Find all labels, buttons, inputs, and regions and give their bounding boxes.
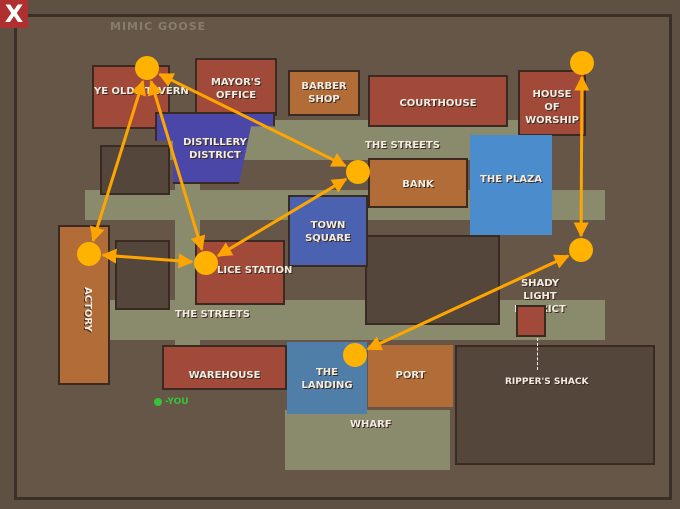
- location-label: COURTHOUSE: [399, 98, 477, 109]
- location-label: THE PLAZA: [480, 174, 542, 185]
- route-arrow: [216, 177, 348, 258]
- location-the-plaza[interactable]: THE PLAZA: [470, 135, 552, 235]
- location-courthouse[interactable]: COURTHOUSE: [368, 75, 508, 127]
- building: [455, 345, 655, 465]
- location-the-streets-top[interactable]: THE STREETS: [365, 140, 440, 151]
- location-label: HOUSE OF WORSHIP: [525, 89, 579, 126]
- waypoint-marker[interactable]: [135, 56, 159, 80]
- location-the-streets-bottom[interactable]: THE STREETS: [175, 309, 250, 320]
- location-label: LICE STATION: [217, 265, 293, 276]
- location-label: PORT: [395, 370, 426, 381]
- player-dot-icon: [154, 397, 162, 406]
- waypoint-marker[interactable]: [343, 343, 367, 367]
- location-warehouse[interactable]: WAREHOUSE: [162, 345, 287, 390]
- waypoint-marker[interactable]: [194, 251, 218, 275]
- location-label: WAREHOUSE: [188, 370, 261, 381]
- location-label: BANK: [402, 179, 434, 190]
- map-title: MIMIC GOOSE: [110, 20, 207, 33]
- route-arrow: [101, 248, 194, 269]
- route-arrow: [366, 254, 570, 351]
- location-bank[interactable]: BANK: [368, 158, 468, 208]
- close-map-button[interactable]: X: [0, 0, 28, 28]
- waypoint-marker[interactable]: [569, 238, 593, 262]
- location-rippers-shack[interactable]: RIPPER'S SHACK: [505, 377, 589, 387]
- player-label: -YOU: [165, 397, 189, 407]
- route-arrow: [147, 79, 206, 252]
- location-label: THE LANDING: [301, 367, 353, 391]
- route-arrow: [573, 75, 590, 238]
- waypoint-marker[interactable]: [570, 51, 594, 75]
- waypoint-marker[interactable]: [77, 242, 101, 266]
- waypoint-marker[interactable]: [346, 160, 370, 184]
- rippers-shack-pointer: [537, 338, 538, 370]
- route-arrow: [90, 79, 146, 243]
- location-wharf[interactable]: WHARF: [350, 419, 392, 430]
- route-arrow: [158, 72, 347, 168]
- street: [285, 410, 450, 470]
- location-port[interactable]: PORT: [368, 345, 453, 407]
- player-indicator: -YOU: [154, 397, 189, 407]
